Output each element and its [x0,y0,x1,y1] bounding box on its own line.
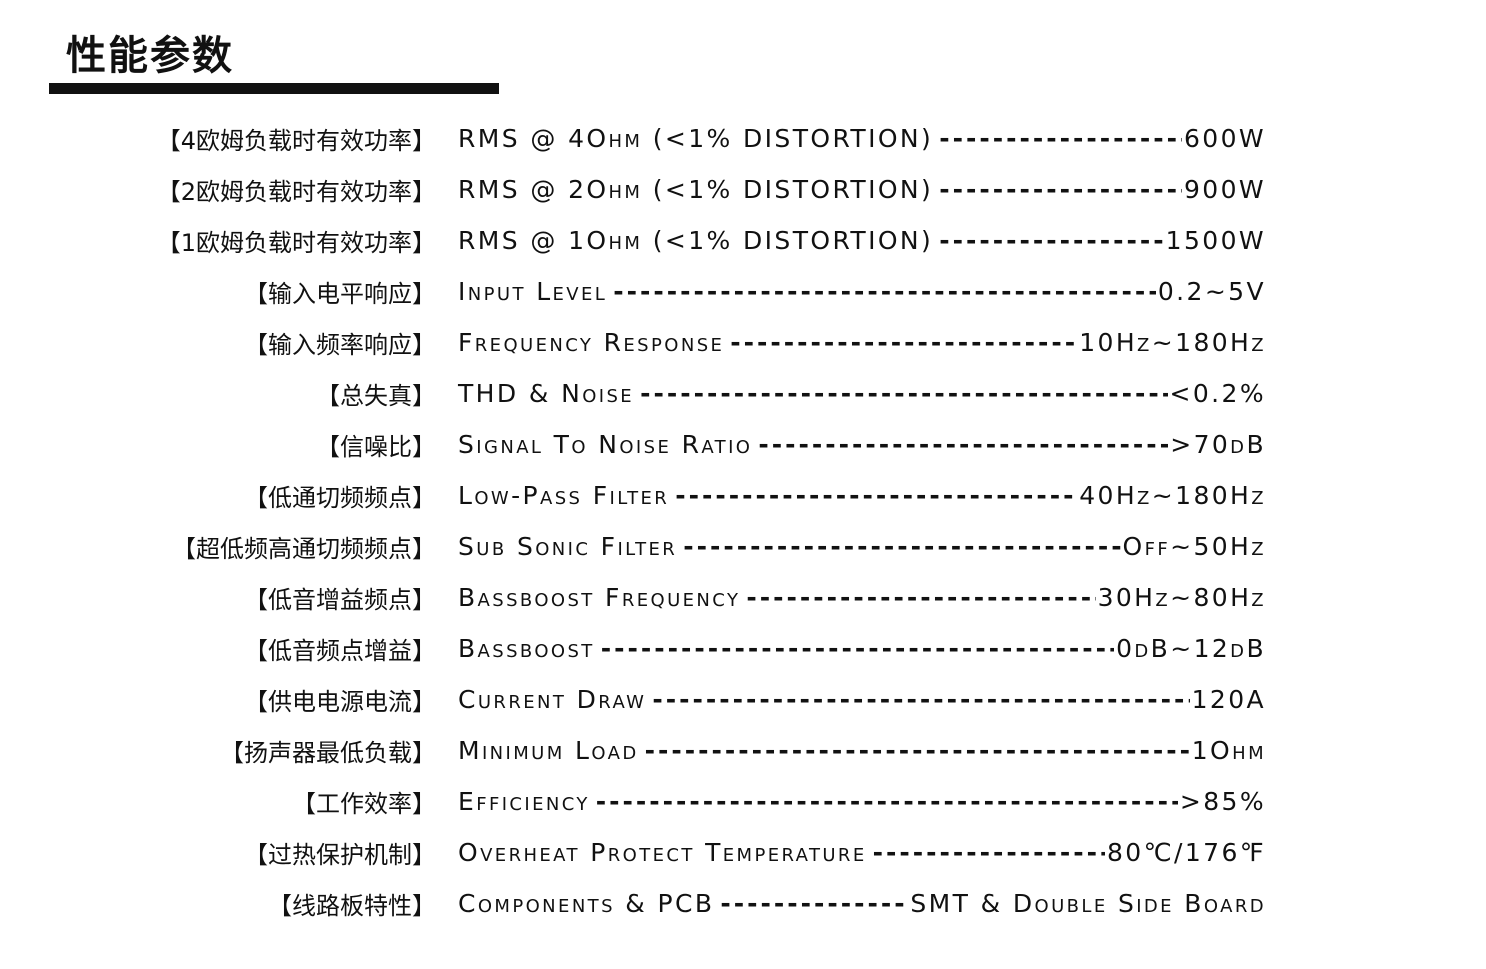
spec-line: Low-Pass Filter ------------------------… [458,481,1266,510]
spec-line: Overheat Protect Temperature -----------… [458,838,1266,867]
spec-label-cn: 【4欧姆负载时有效功率】 [156,127,436,155]
spec-name-en: THD & Noise [458,379,635,408]
spec-value: 40Hz~180Hz [1079,481,1266,510]
spec-label-cn: 【供电电源电流】 [244,688,436,716]
dash-leader: ----------------------------------------… [746,585,1095,610]
spec-value: 1500W [1165,226,1266,255]
dash-leader: ----------------------------------------… [613,279,1156,304]
spec-line: Components & PCB -----------------------… [458,889,1266,918]
spec-name-en: Signal To Noise Ratio [458,430,753,459]
spec-name-en: Minimum Load [458,736,639,765]
dash-leader: ----------------------------------------… [939,126,1182,151]
dash-leader: ----------------------------------------… [683,534,1120,559]
spec-name-en: Sub Sonic Filter [458,532,678,561]
dash-leader: ----------------------------------------… [600,636,1115,661]
spec-name-en: Current Draw [458,685,647,714]
spec-value: 10Hz~180Hz [1079,328,1266,357]
spec-name-en: RMS @ 1Ohm (<1% DISTORTION) [458,226,934,255]
spec-value: 30Hz~80Hz [1097,583,1266,612]
dash-leader: ----------------------------------------… [730,330,1078,355]
spec-name-en: Overheat Protect Temperature [458,838,867,867]
dash-leader: ----------------------------------------… [652,687,1189,712]
spec-name-en: Bassboost [458,634,595,663]
spec-value: 80℃/176℉ [1106,838,1266,867]
spec-line: THD & Noise ----------------------------… [458,379,1266,408]
spec-line: RMS @ 2Ohm (<1% DISTORTION) ------------… [458,175,1266,204]
spec-name-en: Frequency Response [458,328,725,357]
spec-row: 【工作效率】 Efficiency ----------------------… [0,776,1486,827]
spec-line: Bassboost Frequency --------------------… [458,583,1266,612]
dash-leader: ----------------------------------------… [939,228,1163,253]
spec-label-cn: 【低音频点增益】 [244,637,436,665]
spec-row: 【信噪比】 Signal To Noise Ratio ------------… [0,419,1486,470]
spec-list: 【4欧姆负载时有效功率】 RMS @ 4Ohm (<1% DISTORTION)… [0,113,1486,929]
dash-leader: ----------------------------------------… [939,177,1182,202]
dash-leader: ----------------------------------------… [675,483,1077,508]
spec-value: >85% [1179,787,1266,816]
spec-label-cn: 【过热保护机制】 [244,841,436,869]
spec-row: 【线路板特性】 Components & PCB ---------------… [0,878,1486,929]
spec-value: 0dB~12dB [1116,634,1266,663]
spec-value: 1Ohm [1191,736,1266,765]
spec-name-en: Low-Pass Filter [458,481,670,510]
spec-name-en: Bassboost Frequency [458,583,741,612]
spec-label-cn: 【输入频率响应】 [244,331,436,359]
spec-name-en: Input Level [458,277,608,306]
spec-row: 【输入电平响应】 Input Level -------------------… [0,266,1486,317]
spec-name-en: Components & PCB [458,889,715,918]
spec-label-cn: 【总失真】 [316,382,436,410]
spec-label-cn: 【低通切频频点】 [244,484,436,512]
spec-label-cn: 【低音增益频点】 [244,586,436,614]
spec-line: Current Draw ---------------------------… [458,685,1266,714]
spec-row: 【2欧姆负载时有效功率】 RMS @ 2Ohm (<1% DISTORTION)… [0,164,1486,215]
spec-row: 【过热保护机制】 Overheat Protect Temperature --… [0,827,1486,878]
spec-value: Off~50Hz [1122,532,1266,561]
spec-row: 【输入频率响应】 Frequency Response ------------… [0,317,1486,368]
spec-line: RMS @ 4Ohm (<1% DISTORTION) ------------… [458,124,1266,153]
spec-row: 【扬声器最低负载】 Minimum Load -----------------… [0,725,1486,776]
title-underline [49,83,499,94]
spec-name-en: RMS @ 2Ohm (<1% DISTORTION) [458,175,934,204]
spec-label-cn: 【输入电平响应】 [244,280,436,308]
dash-leader: ----------------------------------------… [595,789,1178,814]
dash-leader: ----------------------------------------… [640,381,1168,406]
spec-line: Sub Sonic Filter -----------------------… [458,532,1266,561]
spec-value: 0.2~5V [1157,277,1266,306]
spec-row: 【总失真】 THD & Noise ----------------------… [0,368,1486,419]
spec-value: 120A [1191,685,1266,714]
dash-leader: ----------------------------------------… [758,432,1168,457]
spec-label-cn: 【工作效率】 [292,790,436,818]
spec-line: RMS @ 1Ohm (<1% DISTORTION) ------------… [458,226,1266,255]
spec-label-cn: 【1欧姆负载时有效功率】 [156,229,436,257]
spec-row: 【超低频高通切频频点】 Sub Sonic Filter -----------… [0,521,1486,572]
spec-label-cn: 【扬声器最低负载】 [220,739,436,767]
spec-value: >70dB [1170,430,1266,459]
spec-label-cn: 【2欧姆负载时有效功率】 [156,178,436,206]
dash-leader: ----------------------------------------… [644,738,1190,763]
spec-label-cn: 【超低频高通切频频点】 [172,535,436,563]
spec-value: 900W [1183,175,1266,204]
spec-line: Signal To Noise Ratio ------------------… [458,430,1266,459]
page-title: 性能参数 [66,33,234,79]
spec-row: 【低通切频频点】 Low-Pass Filter ---------------… [0,470,1486,521]
spec-label-cn: 【线路板特性】 [268,892,436,920]
spec-value: SMT & Double Side Board [910,889,1266,918]
spec-line: Bassboost ------------------------------… [458,634,1266,663]
spec-row: 【供电电源电流】 Current Draw ------------------… [0,674,1486,725]
dash-leader: ----------------------------------------… [872,840,1105,865]
dash-leader: ----------------------------------------… [720,891,908,916]
spec-value: 600W [1183,124,1266,153]
spec-row: 【4欧姆负载时有效功率】 RMS @ 4Ohm (<1% DISTORTION)… [0,113,1486,164]
spec-line: Minimum Load ---------------------------… [458,736,1266,765]
spec-row: 【低音频点增益】 Bassboost ---------------------… [0,623,1486,674]
spec-row: 【1欧姆负载时有效功率】 RMS @ 1Ohm (<1% DISTORTION)… [0,215,1486,266]
spec-value: <0.2% [1169,379,1266,408]
spec-line: Efficiency -----------------------------… [458,787,1266,816]
spec-label-cn: 【信噪比】 [316,433,436,461]
spec-row: 【低音增益频点】 Bassboost Frequency -----------… [0,572,1486,623]
spec-name-en: Efficiency [458,787,590,816]
spec-line: Input Level ----------------------------… [458,277,1266,306]
spec-name-en: RMS @ 4Ohm (<1% DISTORTION) [458,124,934,153]
spec-line: Frequency Response ---------------------… [458,328,1266,357]
